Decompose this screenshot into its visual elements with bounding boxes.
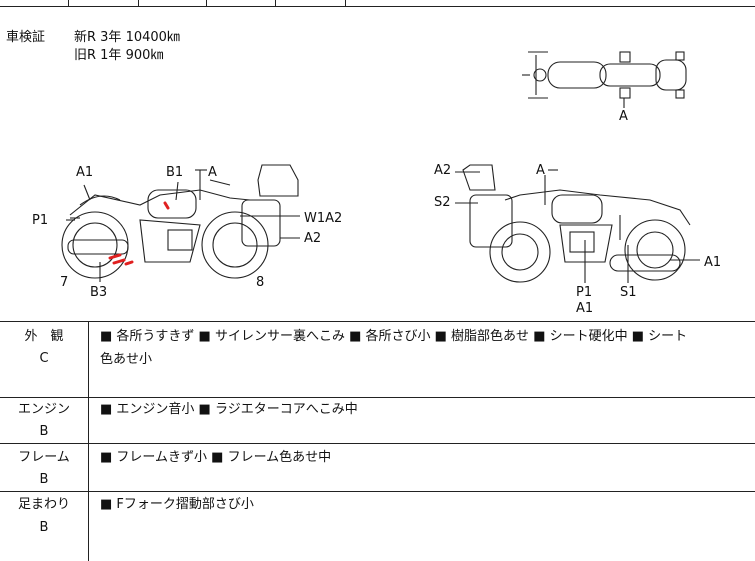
row-text-exterior-2: 色あせ小 xyxy=(100,352,153,367)
row-category-frame: フレーム xyxy=(18,450,70,465)
label-left-a: A xyxy=(208,165,217,180)
column-divider xyxy=(88,321,89,561)
label-top-a: A xyxy=(619,109,628,124)
row-category-exterior: 外 観 xyxy=(24,329,64,344)
row-text-exterior-1: ■ 各所うすきず ■ サイレンサー裏へこみ ■ 各所さび小 ■ 樹脂部色あせ ■… xyxy=(100,329,688,344)
row-divider xyxy=(0,397,755,398)
top-border xyxy=(0,6,755,7)
row-text-engine: ■ エンジン音小 ■ ラジエターコアへこみ中 xyxy=(100,402,358,417)
label-right-a2: A2 xyxy=(434,163,452,178)
row-divider xyxy=(0,491,755,492)
row-divider xyxy=(0,443,755,444)
label-right-p1: P1 xyxy=(576,285,593,300)
top-cell-divider xyxy=(275,0,276,6)
row-grade-exterior: C xyxy=(39,351,49,366)
label-left-7: 7 xyxy=(60,275,69,290)
row-category-engine: エンジン xyxy=(17,402,70,417)
row-text-suspension: ■ Fフォーク摺動部さび小 xyxy=(100,497,254,512)
label-left-a2: A2 xyxy=(304,231,322,246)
top-cell-divider xyxy=(345,0,346,6)
row-category-suspension: 足まわり xyxy=(17,497,70,512)
label-left-b3: B3 xyxy=(90,285,108,300)
table-top-border xyxy=(0,321,755,322)
row-grade-engine: B xyxy=(39,424,49,439)
label-right-a1-bottom: A1 xyxy=(576,301,594,316)
top-cell-divider xyxy=(68,0,69,6)
label-left-a1: A1 xyxy=(76,165,94,180)
row-grade-suspension: B xyxy=(39,520,49,535)
left-side-bike xyxy=(61,164,299,279)
top-view-bike xyxy=(522,51,687,108)
damage-marks xyxy=(108,201,170,266)
row-grade-frame: B xyxy=(39,472,49,487)
label-left-p1: P1 xyxy=(32,213,49,228)
inspection-label: 車検証 xyxy=(6,30,46,45)
inspection-new: 新R 3年 10400㎞ xyxy=(74,30,180,45)
label-right-s2: S2 xyxy=(434,195,451,210)
leader-lines xyxy=(66,169,700,283)
inspection-old: 旧R 1年 900㎞ xyxy=(74,48,164,63)
label-right-s1: S1 xyxy=(620,285,637,300)
label-left-w1a2: W1A2 xyxy=(304,211,343,226)
label-left-b1: B1 xyxy=(166,165,184,180)
row-text-frame: ■ フレームきず小 ■ フレーム色あせ中 xyxy=(100,450,332,465)
label-right-a1-side: A1 xyxy=(704,255,722,270)
label-right-a: A xyxy=(536,163,545,178)
top-cell-divider xyxy=(206,0,207,6)
label-left-8: 8 xyxy=(256,275,265,290)
right-side-bike xyxy=(462,164,691,283)
top-cell-divider xyxy=(138,0,139,6)
